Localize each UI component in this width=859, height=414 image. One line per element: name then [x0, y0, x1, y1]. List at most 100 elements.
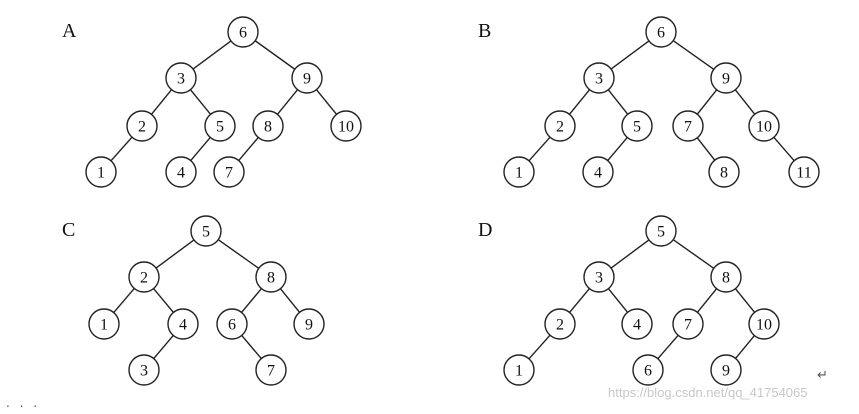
- tree-edge: [153, 288, 174, 313]
- node-circle: [255, 354, 287, 386]
- node-value: 4: [594, 165, 602, 182]
- tree-edge: [696, 288, 718, 313]
- tree-node: 2: [128, 261, 160, 293]
- node-circle: [88, 308, 120, 340]
- node-circle: [291, 62, 323, 94]
- tree-node: 9: [291, 62, 323, 94]
- tree-edge: [276, 89, 299, 115]
- node-value: 2: [140, 270, 148, 287]
- tree-edge: [279, 288, 301, 313]
- tree-edge: [607, 288, 629, 313]
- tree-label: C: [62, 219, 75, 241]
- tree-edge: [696, 137, 716, 161]
- tree-edge: [734, 89, 756, 115]
- tree-node: 8: [708, 156, 740, 188]
- node-circle: [213, 156, 245, 188]
- tree-edge: [241, 288, 262, 313]
- tree-edge: [315, 89, 338, 115]
- tree-edge: [254, 40, 296, 70]
- tree-node: 7: [255, 354, 287, 386]
- node-value: 2: [556, 317, 564, 334]
- tree-node: 7: [672, 308, 704, 340]
- tree-node: 5: [621, 110, 653, 142]
- node-value: 9: [303, 71, 311, 88]
- tree-node: 6: [632, 354, 664, 386]
- tree-node: 10: [330, 110, 362, 142]
- node-circle: [544, 110, 576, 142]
- tree-node: 4: [582, 156, 614, 188]
- tree-edge: [150, 89, 173, 115]
- node-value: 10: [756, 119, 772, 136]
- tree-node: 8: [710, 261, 742, 293]
- tree-edge: [528, 334, 551, 360]
- tree-node: 1: [85, 156, 117, 188]
- node-circle: [708, 156, 740, 188]
- node-circle: [227, 16, 259, 48]
- node-value: 6: [228, 317, 236, 334]
- node-circle: [85, 156, 117, 188]
- tree-node: 9: [710, 354, 742, 386]
- node-circle: [126, 110, 158, 142]
- tree-node: 6: [227, 16, 259, 48]
- node-value: 7: [684, 119, 692, 136]
- tree-node: 1: [88, 308, 120, 340]
- tree-node: 3: [165, 62, 197, 94]
- tree-edge: [607, 89, 629, 115]
- node-circle: [252, 110, 284, 142]
- node-value: 3: [595, 71, 603, 88]
- node-circle: [128, 354, 160, 386]
- node-circle: [165, 62, 197, 94]
- node-circle: [632, 354, 664, 386]
- node-value: 10: [756, 317, 772, 334]
- node-value: 7: [225, 165, 233, 182]
- node-circle: [710, 261, 742, 293]
- node-value: 5: [216, 119, 224, 136]
- node-value: 2: [138, 119, 146, 136]
- node-value: 5: [657, 224, 665, 241]
- node-circle: [710, 62, 742, 94]
- tree-node: 6: [645, 16, 677, 48]
- tree-edge: [734, 288, 756, 313]
- node-value: 4: [179, 317, 187, 334]
- tree-node: 4: [165, 156, 197, 188]
- node-circle: [293, 308, 325, 340]
- tree-node: 4: [167, 308, 199, 340]
- tree-edge: [192, 40, 232, 70]
- node-value: 8: [720, 165, 728, 182]
- tree-node: 6: [216, 308, 248, 340]
- tree-edge: [607, 136, 628, 162]
- tree-edge: [155, 239, 195, 269]
- tree-label: A: [62, 20, 77, 42]
- tree-node: 9: [710, 62, 742, 94]
- node-value: 1: [515, 165, 523, 182]
- node-circle: [645, 215, 677, 247]
- tree-node: 11: [788, 156, 820, 188]
- node-circle: [583, 62, 615, 94]
- tree-node: 10: [748, 110, 780, 142]
- node-value: 9: [722, 71, 730, 88]
- tree-label: D: [478, 219, 492, 241]
- tree-node: 5: [204, 110, 236, 142]
- tree-edge: [610, 239, 650, 269]
- node-value: 3: [595, 270, 603, 287]
- tree-node: 5: [645, 215, 677, 247]
- node-circle: [190, 215, 222, 247]
- node-circle: [544, 308, 576, 340]
- node-circle: [503, 354, 535, 386]
- node-value: 8: [267, 270, 275, 287]
- node-circle: [621, 110, 653, 142]
- node-value: 4: [633, 317, 641, 334]
- tree-node: 4: [621, 308, 653, 340]
- tree-edge: [241, 334, 262, 360]
- node-circle: [216, 308, 248, 340]
- node-circle: [167, 308, 199, 340]
- tree-node: 1: [503, 156, 535, 188]
- tree-edge: [569, 288, 590, 313]
- tree-edge: [610, 40, 650, 70]
- tree-node: 2: [126, 110, 158, 142]
- tree-node: 5: [190, 215, 222, 247]
- tree-edge: [528, 136, 551, 162]
- tree-edge: [735, 335, 755, 359]
- tree-edge: [217, 239, 260, 269]
